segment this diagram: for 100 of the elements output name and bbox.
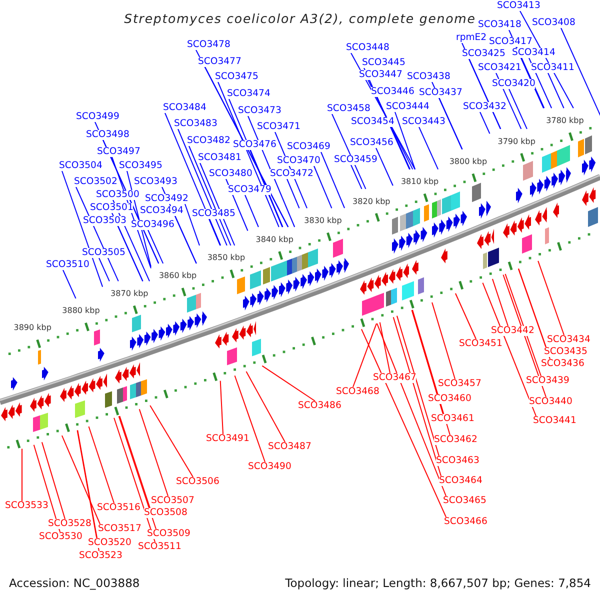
- leader-line: [560, 28, 600, 118]
- gene-label: SCO3434: [547, 335, 590, 345]
- gene-label: SCO3439: [526, 376, 570, 386]
- leader-line: [361, 328, 446, 518]
- leader-line: [480, 112, 490, 134]
- gene-label: SCO3461: [431, 414, 474, 424]
- leader-line: [418, 126, 439, 170]
- leader-line: [188, 146, 232, 246]
- gene-label: SCO3445: [362, 58, 406, 68]
- gene-label: SCO3499: [76, 112, 120, 122]
- gene-label: SCO3413: [497, 1, 540, 11]
- gene-label: SCO3478: [187, 40, 230, 50]
- gene-label: SCO3483: [174, 119, 218, 129]
- gene-label: SCO3464: [439, 476, 482, 486]
- scale-label: 3840 kbp: [256, 235, 294, 244]
- gene-label: SCO3492: [145, 194, 188, 204]
- scale-label: 3880 kbp: [62, 306, 100, 316]
- gene-label: SCO3469: [287, 142, 330, 152]
- gene-label: SCO3456: [350, 138, 394, 148]
- leader-line: [33, 444, 60, 532]
- leader-line: [184, 204, 200, 246]
- gene-label: SCO3516: [97, 503, 140, 513]
- gene-label: SCO3468: [336, 387, 380, 397]
- gene-label: SCO3530: [39, 532, 82, 542]
- gene-label: SCO3443: [402, 117, 446, 127]
- leader-line: [432, 302, 456, 380]
- leader-line: [518, 268, 546, 348]
- gene-label: SCO3473: [238, 106, 282, 116]
- leader-line: [76, 430, 100, 552]
- gene-label: SCO3477: [198, 57, 242, 67]
- gene-label: SCO3463: [436, 456, 480, 466]
- gene-label: SCO3501: [90, 203, 134, 213]
- gene-label: SCO3447: [359, 70, 402, 80]
- gene-label: SCO3460: [428, 394, 472, 404]
- gene-label: SCO3476: [233, 140, 276, 150]
- footer-note: Topology: linear; Length: 8,667,507 bp; Genes: 7,854: [285, 576, 591, 590]
- gene-label: SCO3435: [544, 347, 588, 357]
- gene-label: SCO3436: [541, 359, 584, 369]
- diagram-title: Streptomyces coelicolor A3(2), complete genome: [124, 11, 476, 26]
- gene-label: SCO3497: [97, 147, 140, 157]
- gene-label: SCO3491: [206, 434, 250, 444]
- gene-label: SCO3459: [334, 155, 378, 165]
- leader-line: [379, 322, 390, 374]
- leader-line: [204, 66, 289, 228]
- gene-label: SCO3510: [46, 260, 90, 270]
- gene-label: SCO3502: [74, 177, 118, 187]
- scale-label: 3830 kbp: [304, 216, 342, 226]
- gene-label: SCO3523: [79, 551, 122, 561]
- leader-line: [262, 365, 316, 402]
- leader-line: [244, 194, 259, 228]
- scale-label: 3850 kbp: [207, 253, 246, 262]
- scale-label: 3810 kbp: [400, 177, 439, 186]
- leader-line: [482, 282, 536, 416]
- gene-label: SCO3414: [512, 48, 556, 58]
- leader-line: [118, 416, 156, 530]
- leader-line: [138, 408, 168, 496]
- leader-line: [112, 212, 144, 282]
- leader-line: [208, 218, 221, 246]
- gene-label: SCO3481: [198, 153, 242, 163]
- gene-label: SCO3490: [248, 462, 292, 472]
- leader-line: [390, 126, 411, 170]
- gene-label: SCO3467: [373, 373, 416, 383]
- gene-label: SCO3485: [192, 209, 236, 219]
- gene-label: SCO3462: [434, 435, 478, 445]
- gene-label: SCO3417: [489, 37, 532, 47]
- scale-label: 3860 kbp: [158, 271, 197, 280]
- gene-label: SCO3503: [83, 216, 126, 226]
- leader-line: [538, 260, 564, 336]
- leader-line: [218, 82, 280, 228]
- gene-label: SCO3480: [209, 169, 252, 179]
- gene-label: SCO3498: [86, 130, 130, 140]
- gene-label: SCO3506: [176, 477, 220, 487]
- gene-label: SCO3421: [478, 63, 522, 73]
- gene-label: SCO3465: [443, 496, 486, 506]
- gene-label: SCO3475: [215, 72, 258, 82]
- leader-line: [174, 216, 197, 264]
- leader-line: [98, 258, 110, 282]
- gene-label: SCO3420: [492, 79, 536, 89]
- leader-line: [62, 270, 76, 299]
- gene-label: SCO3418: [478, 20, 522, 30]
- scale-label: 3890 kbp: [14, 323, 52, 332]
- gene-label: SCO3500: [96, 190, 140, 200]
- leader-line: [77, 430, 98, 538]
- gene-label: SCO3493: [134, 177, 178, 187]
- leader-line: [220, 380, 224, 434]
- gene-label: SCO3470: [277, 156, 320, 166]
- gene-label: SCO3438: [407, 72, 450, 82]
- gene-label: SCO3508: [144, 508, 188, 518]
- gene-label: SCO3496: [131, 220, 174, 230]
- leader-line: [438, 98, 463, 150]
- gene-label: SCO3442: [491, 326, 534, 336]
- gene-label: SCO3487: [268, 442, 312, 452]
- leader-line: [150, 404, 194, 478]
- leader-line: [468, 58, 501, 130]
- gene-label: SCO3446: [371, 87, 414, 97]
- gene-label: SCO3458: [327, 104, 370, 114]
- gene-label: SCO3520: [88, 538, 132, 548]
- scale-label: 3790 kbp: [498, 136, 536, 146]
- leader-line: [118, 226, 144, 282]
- gene-label: SCO3504: [59, 161, 102, 171]
